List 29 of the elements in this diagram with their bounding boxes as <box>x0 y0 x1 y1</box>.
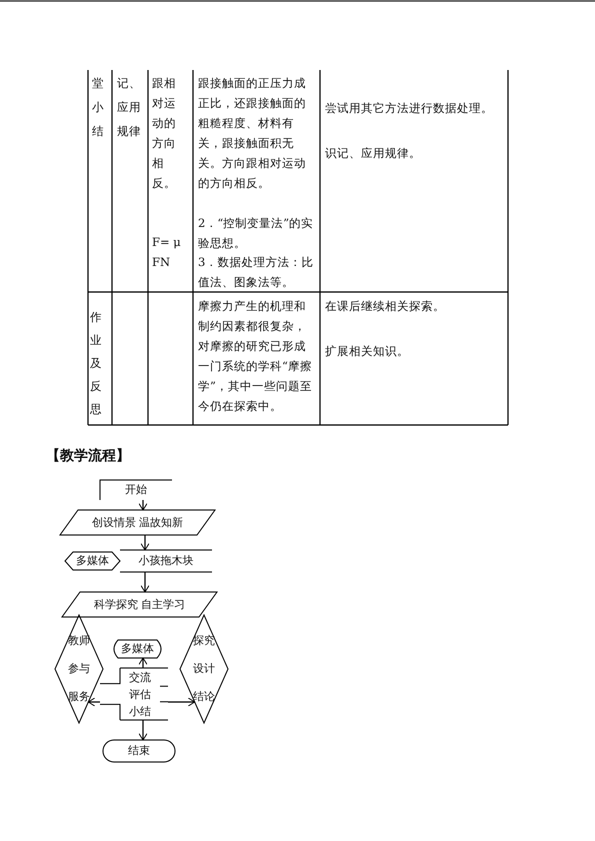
section-heading: 【教学流程】 <box>46 447 130 465</box>
cell-text: 跟接触面的正压力成正比，还跟接触面的粗糙程度、材料有关，跟接触面积无关。方向跟相对运动的方向相反。 <box>198 75 307 192</box>
arrow <box>138 658 148 668</box>
arrow <box>140 572 150 592</box>
arrow <box>138 720 148 740</box>
process-parallelogram: 创设情景 温故知新 <box>60 510 215 535</box>
cell-text: 跟相对运动的方向相反。 <box>152 75 176 192</box>
cell-text: 扩展相关知识。 <box>325 343 410 360</box>
decision-diamond: 教师参与服务 <box>55 615 103 723</box>
cell-text: 3．数据处理方法：比值法、图象法等。 <box>198 254 314 291</box>
arrow <box>168 698 196 706</box>
cell-text: 堂小结 <box>92 75 105 140</box>
cell-text: 识记、应用规律。 <box>325 145 422 162</box>
media-box: 多媒体 <box>65 552 120 570</box>
arrow <box>140 535 150 550</box>
cell-text: 在课后继续相关探索。 <box>325 298 446 315</box>
decision-diamond: 探究设计结论 <box>180 615 228 723</box>
cell-text: 2．“控制变量法”的实验思想。 <box>198 215 314 252</box>
end-terminator: 结束 <box>103 740 175 762</box>
cell-text: 作业及反思 <box>90 309 103 418</box>
cell-text: 记、应用规律 <box>117 75 142 140</box>
cell-text: 摩擦力产生的机理和制约因素都很复杂，对摩擦的研究已形成一门系统的学科“摩擦学”，其中一些问题至今仍在探索中。 <box>198 298 313 415</box>
start-box: 开始 <box>100 480 172 500</box>
arrow <box>88 698 100 706</box>
cell-text: F= μ FN <box>152 234 182 271</box>
arrow <box>138 500 148 510</box>
cell-text: 尝试用其它方法进行数据处理。 <box>325 100 494 117</box>
process-parallelogram: 科学探究 自主学习 <box>62 592 217 617</box>
process-box: 小孩拖木块 <box>120 550 212 572</box>
